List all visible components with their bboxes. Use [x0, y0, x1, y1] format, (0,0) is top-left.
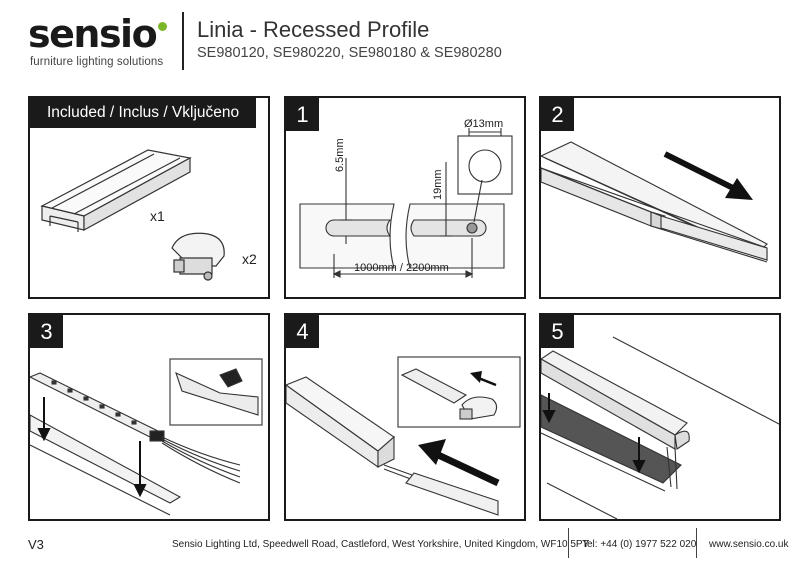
brand-name: sensio — [28, 12, 158, 56]
cutout-dimension-drawing — [299, 128, 513, 278]
cable-hole — [466, 222, 478, 234]
recess-groove — [541, 394, 682, 484]
recess-install-illustration — [541, 336, 779, 519]
press-down-arrow-icon — [37, 397, 147, 498]
page-title: Linia - Recessed Profile — [197, 17, 430, 42]
footer-divider — [568, 528, 570, 558]
step-3-panel: 3 — [28, 313, 270, 521]
included-panel: Included / Inclus / Vključeno x1 x2 — [28, 96, 270, 299]
step-5-panel: 5 — [539, 313, 781, 521]
step-2-number: 2 — [541, 98, 574, 131]
product-codes: SE980120, SE980220, SE980180 & SE980280 — [197, 45, 502, 61]
included-illustration — [40, 149, 225, 281]
diffuser-slide-illustration — [541, 141, 768, 263]
profile-channel — [30, 414, 182, 504]
strip-connector — [149, 430, 165, 442]
step-3-number: 3 — [30, 315, 63, 348]
step-4-number: 4 — [286, 315, 319, 348]
logo-dot-icon — [158, 22, 168, 31]
brand-logo: sensio — [28, 12, 168, 56]
company-address: Sensio Lighting Ltd, Speedwell Road, Cas… — [172, 539, 590, 550]
phone-number: Tel: +44 (0) 1977 522 020 — [582, 539, 697, 550]
slot-depth-label: 19mm — [432, 169, 444, 200]
hole-diameter-label: Ø13mm — [464, 118, 504, 130]
step-2-panel: 2 — [539, 96, 781, 299]
version-label: V3 — [28, 537, 44, 552]
footer-divider — [696, 528, 698, 558]
profile-quantity: x1 — [150, 208, 165, 224]
step-1-number: 1 — [286, 98, 319, 131]
brand-tagline: furniture lighting solutions — [30, 56, 164, 68]
website-link[interactable]: www.sensio.co.uk — [709, 539, 789, 550]
endcap-drawing — [171, 232, 225, 281]
hole-detail-circle — [468, 149, 502, 183]
slot-left — [325, 219, 392, 237]
endcap-fit-illustration — [286, 356, 521, 516]
slot-right — [410, 219, 487, 237]
slot-width-label: 6.5mm — [334, 138, 346, 172]
push-arrow-icon — [418, 371, 500, 487]
included-heading: Included / Inclus / Vključeno — [30, 98, 257, 128]
slide-direction-arrow-icon — [663, 151, 753, 200]
step-4-panel: 4 — [284, 313, 526, 521]
step-1-panel: 1 6.5mm 19mm Ø13mm 1000mm / 2 — [284, 96, 526, 299]
profile-drawing — [40, 149, 192, 232]
profile-length-label: 1000mm / 2200mm — [354, 262, 449, 274]
press-down-arrow-icon — [542, 393, 646, 474]
header-divider — [182, 12, 184, 70]
step-5-number: 5 — [541, 315, 574, 348]
led-strip-insert-illustration — [30, 358, 263, 516]
endcap-quantity: x2 — [242, 251, 257, 267]
